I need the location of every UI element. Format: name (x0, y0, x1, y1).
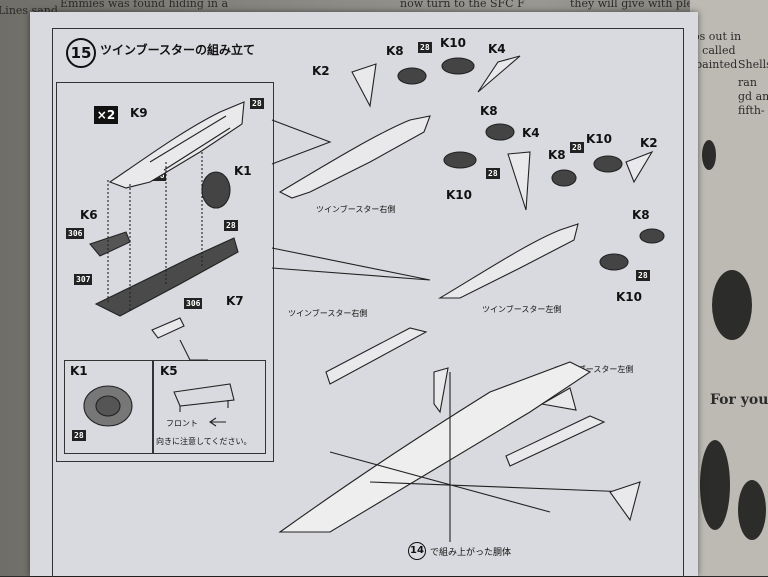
part-tag: 306 (184, 298, 203, 309)
part-label-k7: K7 (226, 294, 244, 308)
part-tag: 28 (250, 98, 264, 109)
reference-step-text: で組み上がった胴体 (430, 548, 512, 558)
newspaper-text: they will give with plenty of (570, 0, 725, 10)
part-label-k10: K10 (616, 290, 642, 304)
part-tag: 28 (224, 220, 238, 231)
instruction-sheet: 15 ツインブースターの組み立て ×2 K1 K5 28 フロント 向きに注意し… (30, 12, 698, 577)
part-label-k8: K8 (480, 104, 498, 118)
part-label-k4: K4 (488, 42, 506, 56)
newspaper-text: Shells (738, 58, 768, 71)
part-tag: 28 (418, 42, 432, 53)
caption-booster-right: ツインブースター右側 (316, 205, 396, 214)
part-tag: 28 (636, 270, 650, 281)
detail-panel-left (56, 82, 274, 462)
part-tag: 28 (570, 142, 584, 153)
newspaper-text: fifth- (738, 104, 765, 117)
newspaper-text: ran (738, 76, 757, 89)
newspaper-text: gs called (686, 44, 736, 57)
newspaper-text: now turn to the SFC F (400, 0, 525, 10)
sheet-frame (52, 28, 684, 577)
part-tag: 307 (74, 274, 93, 285)
detail-k1-label: K1 (70, 364, 88, 378)
step-number-badge: 15 (66, 38, 96, 68)
part-label-k8: K8 (386, 44, 404, 58)
part-label-k10: K10 (446, 188, 472, 202)
part-tag: 306 (66, 228, 85, 239)
newspaper-text: Emmies was found hiding in a (60, 0, 229, 10)
detail-k5-label: K5 (160, 364, 178, 378)
detail-box-k1 (64, 360, 154, 454)
part-label-k2: K2 (312, 64, 330, 78)
newspaper-text: gos out in (686, 30, 742, 43)
part-label-k10: K10 (586, 132, 612, 146)
newspaper-text: For you (710, 392, 768, 408)
caption-booster-left: ツインブースター左側 (482, 305, 562, 314)
caption-booster-right: ツインブースター右側 (288, 309, 368, 318)
part-label-k2: K2 (640, 136, 658, 150)
part-label-k8: K8 (548, 148, 566, 162)
part-tag: 28 (72, 430, 86, 441)
part-tag: 28 (486, 168, 500, 179)
orientation-note: 向きに注意してください。 (156, 437, 252, 446)
detail-box-k5 (152, 360, 266, 454)
front-label: フロント (166, 419, 198, 428)
part-label-k8: K8 (632, 208, 650, 222)
newspaper-text: gd and (738, 90, 768, 103)
part-label-k6: K6 (80, 208, 98, 222)
part-label-k4: K4 (522, 126, 540, 140)
part-label-k9: K9 (130, 106, 148, 120)
reference-step-badge: 14 (408, 542, 426, 560)
newspaper-text: s painted (686, 58, 738, 71)
part-label-k10: K10 (440, 36, 466, 50)
assembly-illustration (83, 55, 665, 542)
step-title: ツインブースターの組み立て (100, 43, 256, 57)
newspaper-right-strip: gos out in gs called s painted Shells ra… (686, 0, 768, 576)
quantity-badge: ×2 (94, 106, 118, 124)
caption-booster-left: ツインブースター左側 (554, 365, 634, 374)
part-label-k1: K1 (234, 164, 252, 178)
